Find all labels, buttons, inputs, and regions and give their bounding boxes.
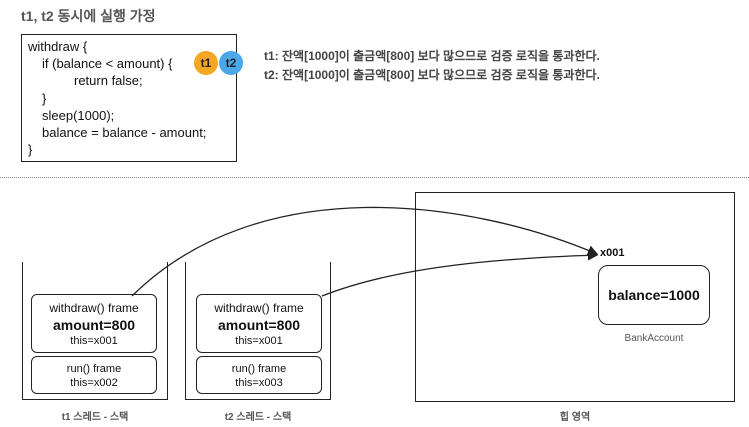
t2-note: t2: 잔액[1000]이 출금액[800] 보다 많으므로 검증 로직을 통과… (264, 68, 600, 82)
t2-stack-caption: t2 스레드 - 스택 (224, 412, 292, 423)
t1-stack-caption: t1 스레드 - 스택 (61, 412, 129, 423)
section-divider (0, 177, 749, 178)
code-line: } (28, 142, 33, 157)
frame-this: this=x001 (235, 335, 283, 347)
code-line: if (balance < amount) { (42, 56, 173, 71)
t2-run-frame: run() frame this=x003 (196, 356, 322, 394)
code-box: withdraw { if (balance < amount) { retur… (21, 34, 243, 162)
code-line: balance = balance - amount; (42, 125, 207, 140)
frame-this: this=x003 (235, 377, 283, 389)
frame-name: withdraw() frame (214, 301, 304, 315)
t1-run-frame: run() frame this=x002 (31, 356, 157, 394)
t2-badge: t2 (219, 51, 243, 75)
bank-account-object: balance=1000 (598, 265, 710, 325)
code-line: return false; (74, 73, 143, 88)
object-class-label: BankAccount (624, 333, 684, 344)
t1-withdraw-frame: withdraw() frame amount=800 this=x001 (31, 294, 157, 353)
frame-amount: amount=800 (52, 317, 136, 333)
code-line: } (42, 91, 47, 106)
frame-this: this=x002 (70, 377, 118, 389)
frame-name: run() frame (231, 363, 287, 375)
frame-name: run() frame (66, 363, 122, 375)
diagram-title: t1, t2 동시에 실행 가정 (21, 8, 156, 24)
t2-stack: withdraw() frame amount=800 this=x001 ru… (185, 262, 331, 400)
code-line: withdraw { (28, 39, 88, 54)
t1-note: t1: 잔액[1000]이 출금액[800] 보다 많으므로 검증 로직을 통과… (264, 49, 600, 63)
t2-withdraw-frame: withdraw() frame amount=800 this=x001 (196, 294, 322, 353)
t1-reference-arrow (131, 206, 599, 297)
frame-this: this=x001 (70, 335, 118, 347)
heap-address: x001 (600, 247, 625, 259)
heap-area (415, 192, 735, 402)
t1-stack: withdraw() frame amount=800 this=x001 ru… (22, 262, 168, 400)
code-line: sleep(1000); (42, 108, 115, 123)
t2-reference-arrow (321, 250, 599, 297)
frame-name: withdraw() frame (49, 301, 139, 315)
frame-amount: amount=800 (217, 317, 301, 333)
heap-caption: 힙 영역 (559, 412, 591, 423)
t1-badge: t1 (194, 51, 218, 75)
